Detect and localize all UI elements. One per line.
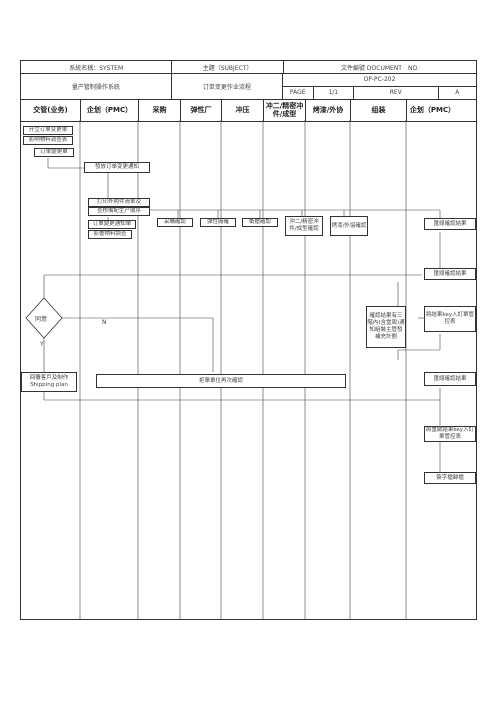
doc-code: OP-PC-202	[283, 73, 476, 87]
box-key-in: 將結果key入訂單管控表	[424, 306, 476, 332]
lane-purchase: 采购	[139, 99, 181, 121]
box-assembly-check: 確認結果有三階內(含當周)通知組裝主管發補充計劃	[366, 306, 406, 348]
box-return-result: 匯總確認結果	[424, 268, 476, 280]
box-stamping-confirm: 衝壓確認	[242, 218, 278, 227]
header-row-2: 量产管制操作系統 订单变更作业流程 OP-PC-202 PAGE 1/1 REV…	[21, 73, 476, 100]
box-material-check: 影響物料調查	[88, 230, 132, 239]
box-final-result: 匯總確認結果	[424, 372, 476, 386]
lane-spring: 弹性厂	[181, 99, 222, 121]
box-start-sub: 影响物料调查表	[23, 136, 73, 145]
lane-sales: 交管(业务)	[21, 99, 81, 121]
box-spring-confirm: 弹性廠確	[200, 218, 236, 227]
lane-pmc: 企划（PMC）	[81, 99, 139, 121]
subject-cell: 主題（SUBJECT）	[172, 61, 284, 73]
box-notice: 發放订单变更通知	[84, 162, 150, 173]
box-purchase-confirm: 采購確認	[157, 218, 193, 227]
header-row-1: 系統名稱：SYSTEM 主題（SUBJECT） 文件編號 DOCUMENT NO…	[21, 61, 476, 74]
box-receive: 订单變更單	[34, 148, 74, 157]
lane-precision: 冲二/精密冲件/成型	[264, 99, 306, 121]
box-reply: 回覆客戶及制作 Shipping plan	[21, 372, 77, 392]
rev-value: A	[455, 89, 460, 97]
box-recheck: 拒單單位再次確認	[96, 374, 346, 388]
box-archive: 簽字檔歸檔	[424, 472, 476, 484]
rev-label: REV	[354, 86, 439, 99]
box-key-in-2: 將重啟結果key入訂單管控表	[424, 426, 476, 442]
box-start: 开立订单变更单	[23, 126, 73, 135]
title-cell: 订单变更作业流程	[172, 73, 283, 99]
swimlane-headers: 交管(业务) 企划（PMC） 采购 弹性厂 冲压 冲二/精密冲件/成型 烤漆/外…	[21, 99, 476, 122]
box-print-top: 打印外购件清单及	[88, 198, 150, 207]
no-label: N	[102, 319, 107, 326]
box-collect-result: 匯總確認結果	[424, 218, 476, 230]
lane-stamping: 冲压	[222, 99, 264, 121]
box-print-mid: 查核備配生产顺序	[88, 207, 150, 216]
module-cell: 量产管制操作系統	[21, 73, 172, 99]
box-precision-confirm: 沖二/精密沖件/成型確認	[285, 216, 323, 236]
page-value: 1/1	[314, 86, 354, 99]
decision-diamond	[25, 297, 63, 339]
lane-assembly: 组装	[351, 99, 407, 121]
decision-label: 同意	[35, 316, 48, 323]
doc-no-cell: 文件編號 DOCUMENT NO.	[341, 64, 419, 72]
doc-code-cell: OP-PC-202 PAGE 1/1 REV A	[283, 73, 476, 99]
lane-pmc-2: 企划（PMC）	[409, 106, 456, 114]
page-label: PAGE	[283, 86, 314, 99]
box-change-notice: 订单變更通知單	[88, 220, 136, 229]
system-name-cell: 系統名稱：SYSTEM	[21, 61, 173, 73]
flowchart-document: 系統名稱：SYSTEM 主題（SUBJECT） 文件編號 DOCUMENT NO…	[20, 60, 477, 620]
yes-label: Y	[40, 341, 44, 348]
lane-paint: 烤漆/外协	[306, 99, 351, 121]
box-paint-confirm: 烤漆/外協確認	[330, 216, 368, 236]
